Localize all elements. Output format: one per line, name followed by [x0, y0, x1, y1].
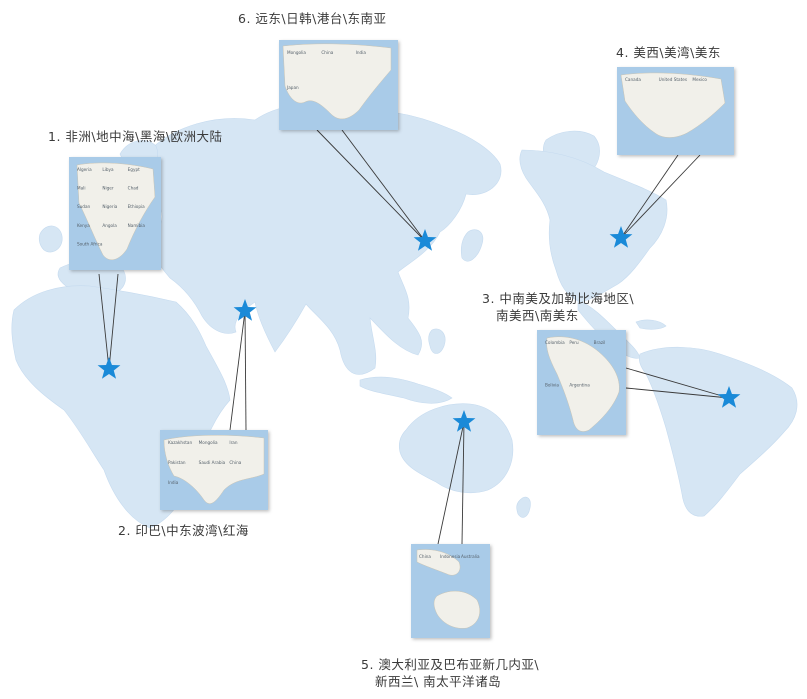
star-icon [452, 410, 476, 432]
thumbnail-country-label: Brazil [594, 340, 606, 345]
region-label-line: 南美西\南美东 [496, 308, 579, 323]
leader-line [316, 129, 426, 242]
landmass-north-america [519, 149, 668, 303]
thumbnail-country-label: Mongolia [199, 440, 218, 445]
thumbnail-country-label: Kazakhstan [168, 440, 192, 445]
leader-line [437, 421, 465, 545]
landmass-japan [460, 229, 484, 262]
thumbnail-country-label: India [356, 50, 367, 55]
thumbnail-country-label: Libya [102, 167, 114, 172]
landmass-british-isles [38, 225, 63, 253]
region-label-far-east: 6. 远东\日韩\港台\东南亚 [238, 10, 387, 27]
thumbnail-country-label: Mali [77, 186, 86, 191]
landmass-maritime-se-asia [359, 376, 453, 404]
leader-line [108, 273, 119, 370]
star-icon [413, 229, 437, 251]
location-markers [97, 226, 741, 432]
leader-line [341, 129, 426, 242]
region-label-north-america: 4. 美西\美湾\美东 [616, 44, 721, 61]
thumbnail-land [433, 590, 480, 629]
thumbnail-country-label: Nigeria [102, 204, 117, 209]
thumbnail-country-label: Japan [286, 85, 299, 90]
thumbnail-country-label: Colombia [545, 340, 565, 345]
thumbnail-country-label: Peru [569, 340, 579, 345]
thumbnail-country-label: India [168, 480, 179, 485]
leader-line [229, 310, 246, 431]
thumbnail-country-label: United States [659, 77, 687, 82]
region-label-oceania: 5. 澳大利亚及巴布亚新几内亚\ 新西兰\ 南太平洋诸岛 [361, 656, 539, 690]
thumbnail-country-label: Algeria [77, 167, 92, 172]
landmass-philippines [428, 328, 446, 354]
thumbnail-country-label: South Africa [77, 241, 103, 246]
thumbnail-country-label: Canada [625, 77, 641, 82]
thumbnail-country-label: Bolivia [545, 383, 559, 388]
thumbnail-country-label: Argentina [569, 383, 590, 388]
thumbnail-country-label: Sudan [77, 204, 91, 209]
thumbnail-country-label: Namibia [128, 223, 146, 228]
region-label-line: 5. 澳大利亚及巴布亚新几内亚\ [361, 657, 540, 672]
region-label-latin-america: 3. 中南美及加勒比海地区\ 南美西\南美东 [482, 290, 634, 324]
thumbnail-country-label: Egypt [128, 167, 140, 172]
leader-line [620, 154, 701, 239]
star-icon [717, 386, 741, 408]
region-label-line: 1. 非洲\地中海\黑海\欧洲大陆 [48, 129, 223, 144]
thumbnail-country-label: Chad [128, 186, 139, 191]
thumbnail-country-label: Kenya [77, 223, 90, 228]
star-icon [609, 226, 633, 248]
thumbnail-country-label: Mongolia [287, 50, 306, 55]
leader-line [244, 310, 247, 431]
leader-line [98, 273, 110, 370]
region-label-india-middle-east: 2. 印巴\中东波湾\红海 [118, 522, 249, 539]
thumbnail-land [282, 43, 392, 120]
thumbnail-land [163, 434, 265, 504]
thumbnail-land [76, 162, 156, 261]
thumbnail-country-label: China [229, 460, 241, 465]
region-label-line: 4. 美西\美湾\美东 [616, 45, 721, 60]
leader-lines [98, 129, 730, 545]
thumbnail-land [546, 336, 620, 432]
leader-line [625, 367, 730, 399]
star-icon [233, 299, 257, 321]
region-label-africa: 1. 非洲\地中海\黑海\欧洲大陆 [48, 128, 223, 145]
star-icon [97, 357, 121, 379]
region-label-line: 6. 远东\日韩\港台\东南亚 [238, 11, 387, 26]
thumbnail-country-label: Niger [102, 186, 114, 191]
region-label-line: 新西兰\ 南太平洋诸岛 [375, 674, 502, 689]
thumbnail-country-label: Australia [461, 554, 480, 559]
thumbnail-country-label: Pakistan [168, 460, 186, 465]
thumbnail-country-label: Angola [102, 223, 117, 228]
landmass-caribbean-islands [635, 319, 667, 330]
region-label-line: 2. 印巴\中东波湾\红海 [118, 523, 249, 538]
thumbnail-country-label: Mexico [692, 77, 707, 82]
thumbnail-land [416, 549, 461, 576]
region-label-line: 3. 中南美及加勒比海地区\ [482, 291, 635, 306]
leader-line [625, 387, 730, 399]
thumbnail-country-label: China [321, 50, 333, 55]
leader-line [620, 154, 679, 239]
thumbnail-country-label: Indonesia [440, 554, 461, 559]
landmass-australia [398, 403, 514, 494]
landmass-eurasia [143, 104, 502, 375]
thumbnail-country-label: Iran [229, 440, 238, 445]
thumbnail-country-label: Ethiopia [128, 204, 145, 209]
thumbnail-map-north-america: Canada United States Mexico [617, 67, 734, 155]
world-landmass [11, 104, 798, 529]
landmass-new-zealand [516, 496, 531, 518]
thumbnail-land [620, 72, 726, 138]
thumbnail-country-label: China [419, 554, 431, 559]
leader-line [461, 421, 465, 545]
thumbnail-country-label: Saudi Arabia [199, 460, 226, 465]
landmass-south-america [638, 346, 798, 517]
